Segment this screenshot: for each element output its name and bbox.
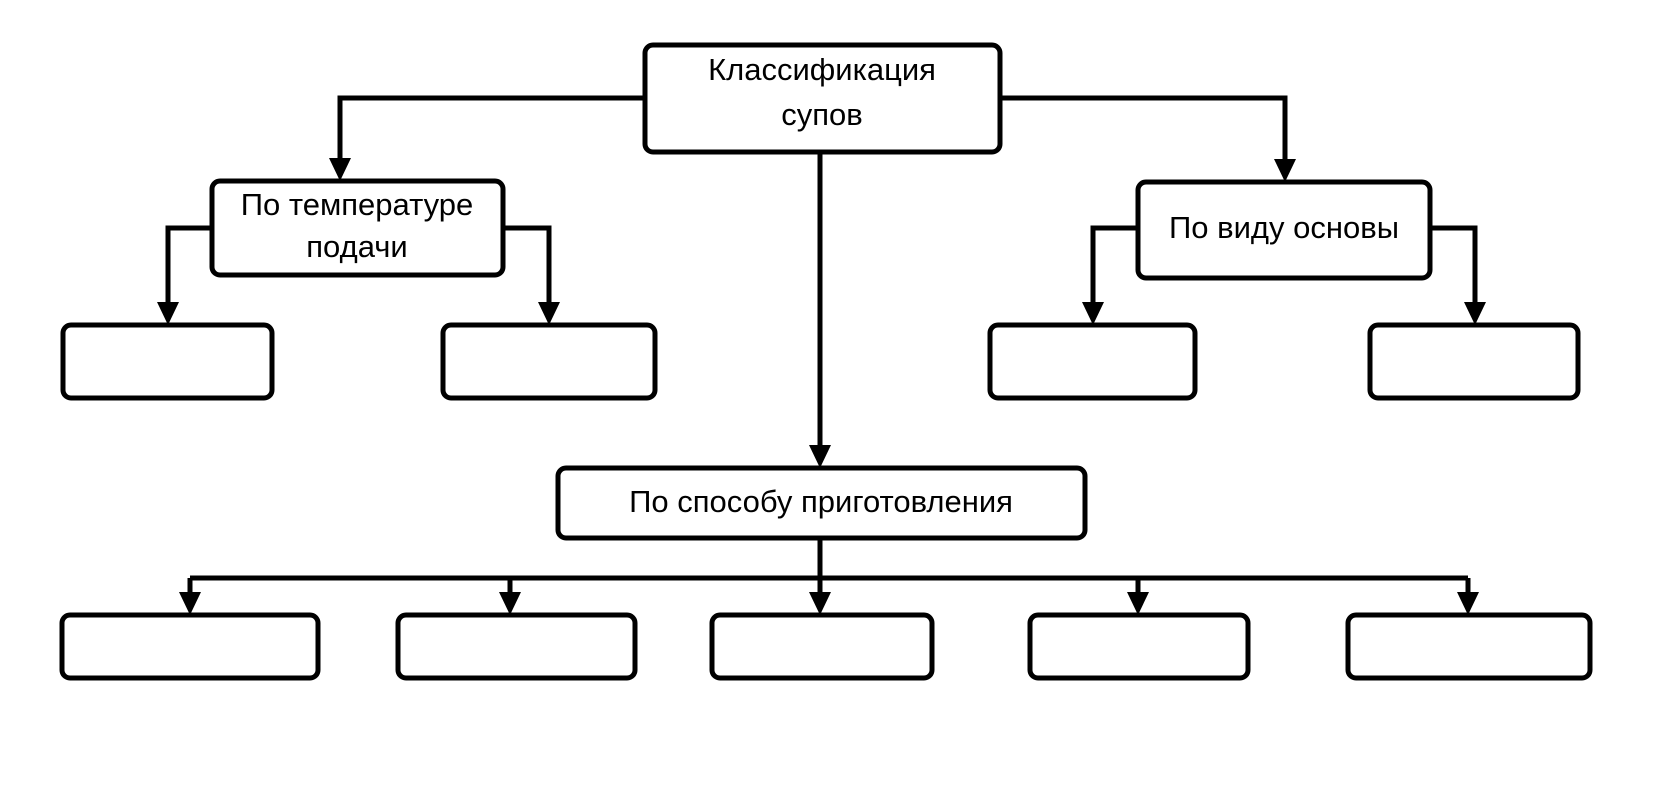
arrow-head-icon (1457, 592, 1479, 615)
node-root-label-line1: Классификация (708, 52, 936, 87)
edge-root-to-temperature (329, 95, 645, 181)
node-method-child-4-box[interactable] (1027, 612, 1251, 681)
node-base-child-2[interactable] (1367, 322, 1581, 401)
edge-base-to-child-2 (1430, 225, 1486, 325)
node-branch-method-box[interactable] (555, 465, 1088, 541)
node-base-child-2-box[interactable] (1367, 322, 1581, 401)
node-branch-base-box[interactable] (1135, 179, 1433, 281)
node-method-child-5-box[interactable] (1345, 612, 1593, 681)
arrow-head-icon (499, 592, 521, 615)
arrow-head-icon (1127, 592, 1149, 615)
node-root[interactable]: Классификация супов (642, 42, 1003, 155)
node-temperature-child-2-box[interactable] (440, 322, 658, 401)
node-temperature-child-2[interactable] (440, 322, 658, 401)
arrow-head-icon (809, 445, 831, 468)
node-branch-method[interactable]: По способу приготовления (555, 465, 1088, 541)
node-root-label-line2: супов (781, 97, 863, 132)
arrow-head-icon (1274, 159, 1296, 182)
node-method-child-1-box[interactable] (59, 612, 321, 681)
node-branch-method-label: По способу приготовления (629, 484, 1013, 519)
arrow-head-icon (809, 592, 831, 615)
node-method-child-2-box[interactable] (395, 612, 638, 681)
arrow-head-icon (157, 302, 179, 325)
edge-temperature-to-child-1 (157, 225, 212, 325)
edge-temperature-to-child-2 (503, 225, 560, 325)
node-branch-base-label: По виду основы (1169, 210, 1399, 245)
arrow-head-icon (1464, 302, 1486, 325)
node-method-child-1[interactable] (59, 612, 321, 681)
node-method-child-3-box[interactable] (709, 612, 935, 681)
arrow-head-icon (179, 592, 201, 615)
edge-method-to-children-bus (179, 538, 1479, 615)
node-method-child-3[interactable] (709, 612, 935, 681)
node-branch-temperature-label-line1: По температуре (241, 187, 474, 222)
node-branch-temperature-label-line2: подачи (306, 229, 407, 264)
node-temperature-child-1-box[interactable] (60, 322, 275, 401)
edge-root-to-method (809, 152, 831, 468)
node-base-child-1[interactable] (987, 322, 1198, 401)
node-branch-temperature[interactable]: По температуре подачи (209, 178, 506, 278)
node-branch-temperature-box[interactable] (209, 178, 506, 278)
node-root-box[interactable] (642, 42, 1003, 155)
edge-base-to-child-1 (1082, 225, 1138, 325)
node-branch-base[interactable]: По виду основы (1135, 179, 1433, 281)
node-method-child-5[interactable] (1345, 612, 1593, 681)
node-method-child-4[interactable] (1027, 612, 1251, 681)
node-base-child-1-box[interactable] (987, 322, 1198, 401)
node-method-child-2[interactable] (395, 612, 638, 681)
arrow-head-icon (538, 302, 560, 325)
edge-root-to-base (1000, 95, 1296, 182)
arrow-head-icon (329, 158, 351, 181)
node-temperature-child-1[interactable] (60, 322, 275, 401)
arrow-head-icon (1082, 302, 1104, 325)
